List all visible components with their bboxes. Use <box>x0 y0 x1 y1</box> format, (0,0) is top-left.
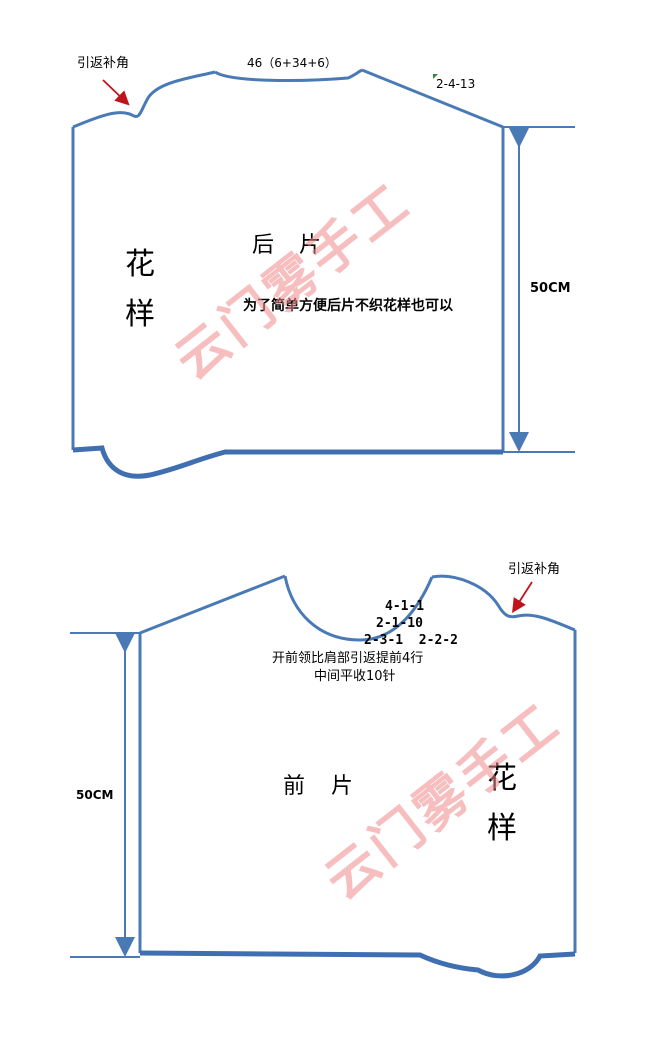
back-height-label: 50CM <box>530 281 571 296</box>
shoulder-marker-icon <box>433 74 438 79</box>
back-height-measure <box>503 126 575 453</box>
back-piece-title: 后 片 <box>252 233 321 258</box>
front-neck-note-1: 开前领比肩部引返提前4行 <box>272 651 424 666</box>
back-piece-note: 为了简单方便后片不织花样也可以 <box>243 298 453 314</box>
back-short-row-arrow <box>102 79 130 106</box>
back-piece-hem <box>72 445 503 479</box>
front-short-row-arrow <box>512 581 533 614</box>
front-piece-hem <box>139 950 576 979</box>
front-neck-line-1: 4-1-1 <box>385 599 425 614</box>
front-pattern-label-1: 花 <box>487 761 517 796</box>
back-shoulder-label: 2-4-13 <box>436 77 476 91</box>
front-height-label: 50CM <box>76 788 114 802</box>
front-neck-line-3: 2-3-1 2-2-2 <box>364 633 458 648</box>
front-neck-line-2: 2-1-10 <box>376 616 423 631</box>
front-piece-outline <box>138 574 577 953</box>
front-pattern-label-2: 样 <box>487 811 517 846</box>
front-short-row-label: 引返补角 <box>508 562 561 577</box>
back-top-width-label: 46（6+34+6） <box>247 56 337 70</box>
front-height-measure <box>70 632 140 958</box>
front-neck-note-2: 中间平收10针 <box>314 669 396 684</box>
front-piece-title: 前 片 <box>283 774 353 799</box>
back-pattern-label-1: 花 <box>125 247 155 282</box>
back-short-row-label: 引返补角 <box>77 56 130 71</box>
back-pattern-label-2: 样 <box>125 297 155 332</box>
back-piece-outline <box>71 68 505 452</box>
